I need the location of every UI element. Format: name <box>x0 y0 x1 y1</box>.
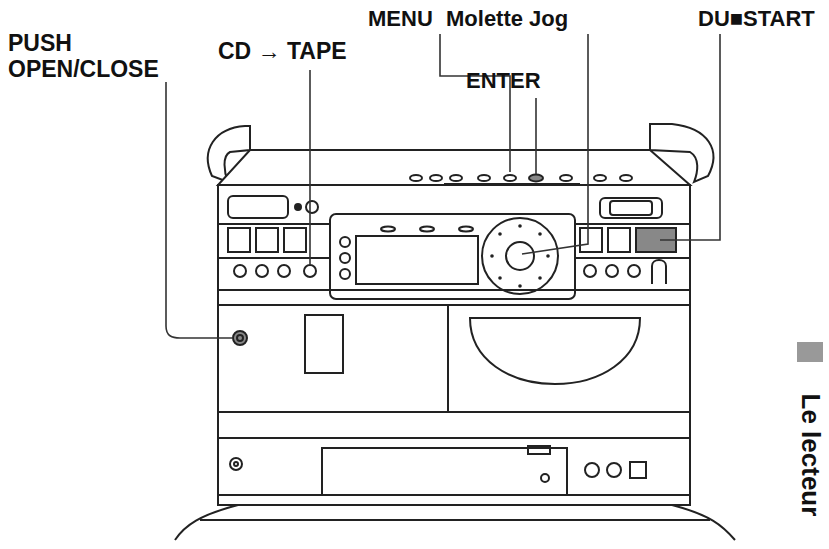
callout-label: DU■START <box>698 6 815 31</box>
callout-label: Molette Jog <box>446 6 568 31</box>
callout-label: PUSH OPEN/CLOSE <box>8 30 203 83</box>
control-panel <box>330 214 575 299</box>
callout-label: CD → TAPE <box>218 38 347 64</box>
display-window <box>356 236 478 284</box>
callout-label: ENTER <box>466 68 541 93</box>
top-panel <box>218 150 690 185</box>
right-deck-button <box>600 198 662 218</box>
leader-lines <box>166 34 720 338</box>
jog-dial <box>482 218 558 294</box>
callout-label: MENU <box>368 6 433 31</box>
cd-section <box>218 305 690 412</box>
base <box>218 495 690 505</box>
right-deck <box>575 228 690 284</box>
main-body <box>218 185 690 495</box>
section-tab <box>797 342 823 362</box>
top-buttons <box>410 175 632 185</box>
left-deck-button <box>228 196 288 218</box>
stand <box>175 505 735 540</box>
left-deck <box>218 228 330 277</box>
bottom-deck <box>218 438 690 495</box>
section-title: Le lecteur <box>795 394 825 517</box>
